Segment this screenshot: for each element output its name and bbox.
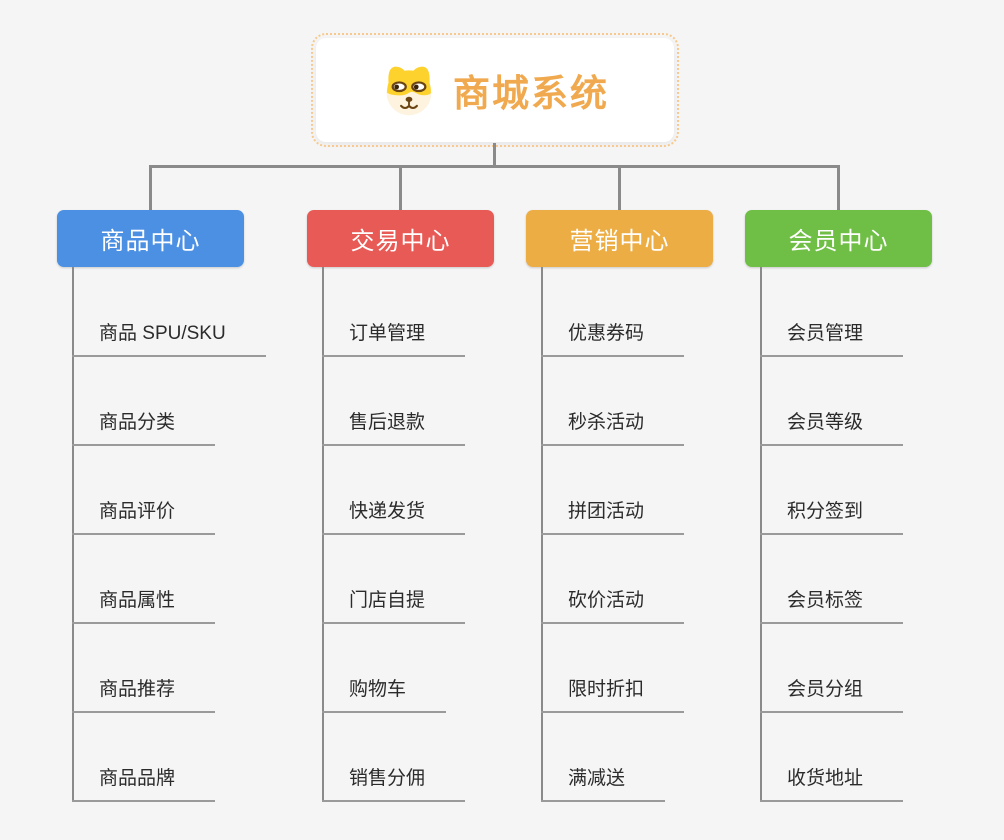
leaf-product-category[interactable]: 商品分类 bbox=[72, 409, 216, 446]
leaf-order-management[interactable]: 订单管理 bbox=[322, 320, 466, 357]
branch-label: 营销中心 bbox=[569, 228, 670, 255]
branch-label: 交易中心 bbox=[350, 228, 451, 255]
leaf-member-management[interactable]: 会员管理 bbox=[760, 320, 904, 357]
leaf-product-recommend[interactable]: 商品推荐 bbox=[72, 676, 216, 713]
branch-label: 商品中心 bbox=[100, 228, 201, 255]
leaf-group-buy[interactable]: 拼团活动 bbox=[541, 498, 685, 535]
leaf-coupon-code[interactable]: 优惠券码 bbox=[541, 320, 685, 357]
connector-spine bbox=[149, 165, 840, 168]
leaf-product-review[interactable]: 商品评价 bbox=[72, 498, 216, 535]
leaf-product-brand[interactable]: 商品品牌 bbox=[72, 765, 216, 802]
leaf-aftersale-refund[interactable]: 售后退款 bbox=[322, 409, 466, 446]
leaf-shopping-cart[interactable]: 购物车 bbox=[322, 676, 447, 713]
connector-root-drop bbox=[493, 143, 496, 165]
leaf-flash-sale[interactable]: 秒杀活动 bbox=[541, 409, 685, 446]
connector-drop-3 bbox=[618, 165, 621, 210]
leaf-limited-time-discount[interactable]: 限时折扣 bbox=[541, 676, 685, 713]
leaf-product-spu-sku[interactable]: 商品 SPU/SKU bbox=[72, 320, 266, 357]
connector-drop-4 bbox=[837, 165, 840, 210]
root-topic[interactable]: 商城系统 bbox=[311, 33, 679, 147]
connector-drop-2 bbox=[399, 165, 402, 210]
dog-icon bbox=[386, 66, 432, 116]
leaf-shipping-address[interactable]: 收货地址 bbox=[760, 765, 904, 802]
root-topic-label: 商城系统 bbox=[453, 73, 609, 114]
connector-drop-1 bbox=[149, 165, 152, 210]
leaf-express-shipping[interactable]: 快递发货 bbox=[322, 498, 466, 535]
leaf-store-pickup[interactable]: 门店自提 bbox=[322, 587, 466, 624]
leaf-points-checkin[interactable]: 积分签到 bbox=[760, 498, 904, 535]
branch-marketing-center[interactable]: 营销中心 bbox=[526, 210, 713, 267]
leaf-product-attribute[interactable]: 商品属性 bbox=[72, 587, 216, 624]
leaf-sales-commission[interactable]: 销售分佣 bbox=[322, 765, 466, 802]
leaf-bargain-activity[interactable]: 砍价活动 bbox=[541, 587, 685, 624]
branch-product-center[interactable]: 商品中心 bbox=[57, 210, 244, 267]
leaf-member-group[interactable]: 会员分组 bbox=[760, 676, 904, 713]
leaf-spend-save[interactable]: 满减送 bbox=[541, 765, 666, 802]
branch-member-center[interactable]: 会员中心 bbox=[745, 210, 932, 267]
leaf-member-tag[interactable]: 会员标签 bbox=[760, 587, 904, 624]
leaf-member-level[interactable]: 会员等级 bbox=[760, 409, 904, 446]
branch-label: 会员中心 bbox=[788, 228, 889, 255]
branch-trade-center[interactable]: 交易中心 bbox=[307, 210, 494, 267]
